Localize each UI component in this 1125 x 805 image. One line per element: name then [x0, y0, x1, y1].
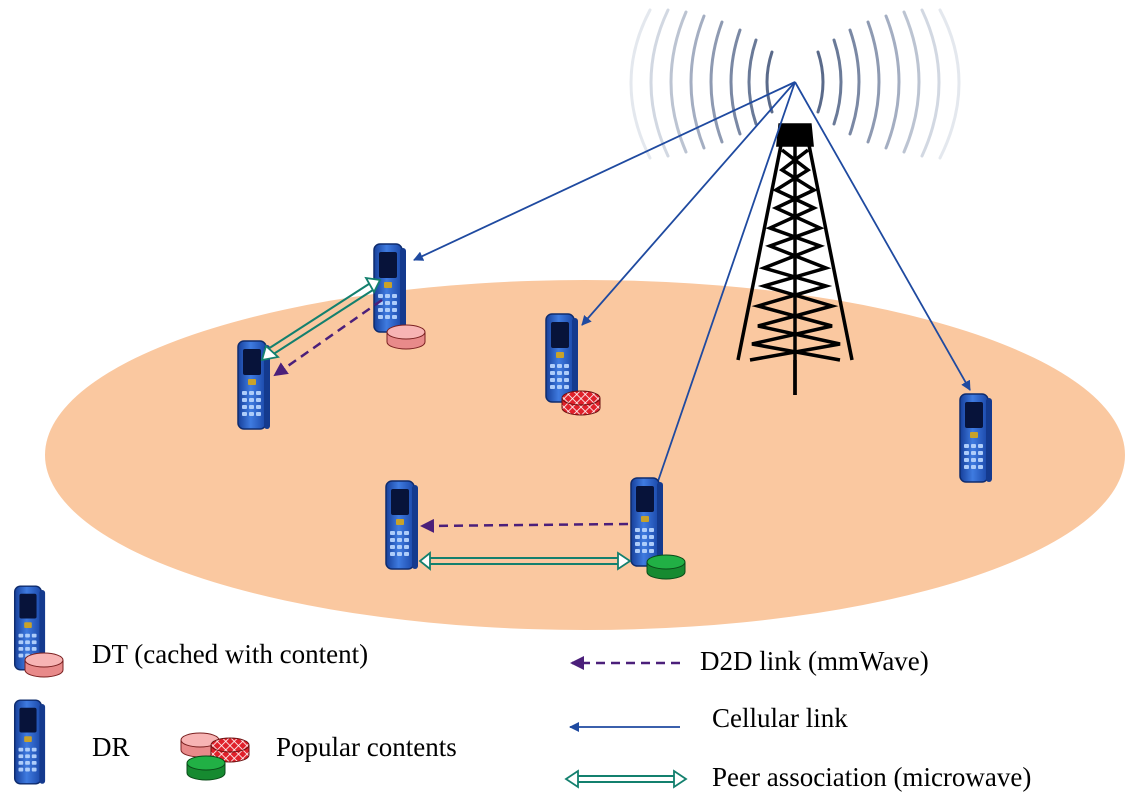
- cellular-link-b: [581, 81, 796, 326]
- legend-dt-label: DT (cached with content): [92, 639, 368, 669]
- legend-d2d-label: D2D link (mmWave): [700, 646, 929, 676]
- peer-association-bottom: [418, 551, 632, 571]
- legend-peer-line: [564, 769, 688, 789]
- legend-cellular-label: Cellular link: [712, 703, 848, 733]
- cache-disk-icon: [386, 324, 426, 350]
- mobile-phone-icon: [630, 477, 664, 567]
- coverage-area: [45, 280, 1125, 630]
- cache-disk-icon: [561, 390, 601, 416]
- d2d-link-bottom: [420, 518, 629, 533]
- cellular-link-c: [653, 81, 796, 491]
- radio-waves-icon: [629, 8, 961, 160]
- legend-popular-label: Popular contents: [276, 732, 457, 762]
- legend-popular-disk-icon: [186, 755, 226, 781]
- legend: DT (cached with content) DR Popular cont…: [13, 585, 1031, 792]
- mobile-phone-icon: [373, 243, 407, 333]
- d2d-link-top: [273, 298, 383, 377]
- cellular-link-d: [794, 81, 971, 391]
- legend-peer-label: Peer association (microwave): [712, 762, 1031, 792]
- mobile-phone-icon: [545, 313, 579, 403]
- legend-dr-label: DR: [92, 732, 130, 762]
- mobile-phone-icon: [959, 393, 993, 483]
- cell-tower-icon: [736, 123, 854, 395]
- peer-association-top: [260, 276, 382, 362]
- legend-dt-disk-icon: [24, 652, 64, 678]
- cellular-link-a: [413, 81, 796, 261]
- mobile-phone-icon: [385, 480, 419, 570]
- cache-disk-icon: [646, 554, 686, 580]
- cellular-links: [413, 81, 971, 491]
- legend-dr-phone-icon: [13, 699, 46, 785]
